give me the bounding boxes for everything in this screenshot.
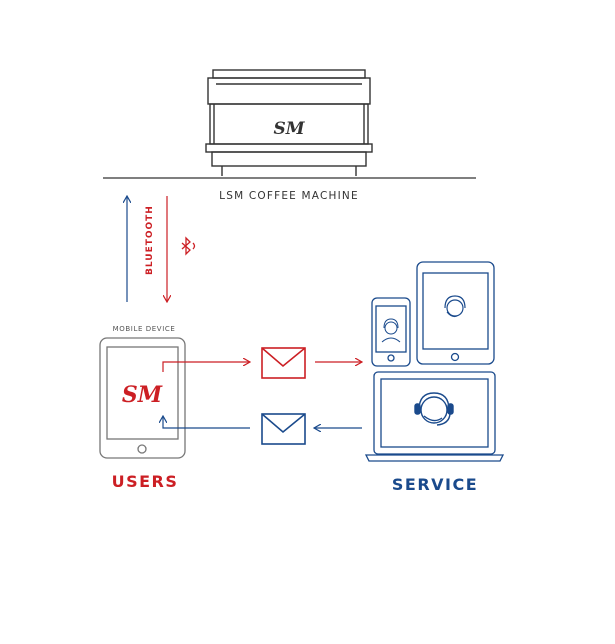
service-label: SERVICE xyxy=(391,475,479,494)
phone-icon xyxy=(371,297,411,367)
users-app-logo: SM xyxy=(122,382,163,408)
support-agent-icon xyxy=(381,318,401,343)
tablet-icon xyxy=(99,337,186,459)
users-label: USERS xyxy=(111,472,179,491)
outgoing-arrow xyxy=(162,362,250,372)
machine-label: LSM COFFEE MACHINE xyxy=(219,190,359,202)
incoming-arrow xyxy=(163,416,250,429)
support-agent-icon xyxy=(414,392,454,426)
bluetooth-icon xyxy=(181,236,196,256)
envelope-icon xyxy=(261,413,306,445)
coffee-machine-icon xyxy=(205,69,373,176)
envelope-icon xyxy=(261,347,306,379)
mobile-device-label: MOBILE DEVICE xyxy=(112,325,176,333)
support-agent-icon xyxy=(444,295,466,318)
machine-logo: SM xyxy=(273,119,305,139)
laptop-icon xyxy=(364,371,505,462)
bluetooth-label: BLUETOOTH xyxy=(145,205,155,275)
service-tablet-icon xyxy=(416,261,495,365)
